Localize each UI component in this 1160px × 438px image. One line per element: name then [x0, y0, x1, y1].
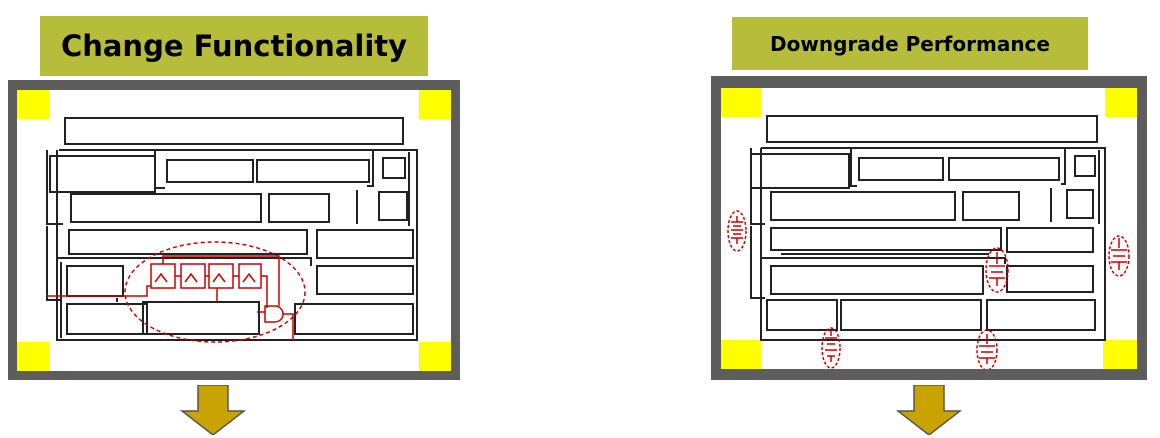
downgrade-performance-title: Downgrade Performance	[732, 17, 1088, 70]
corner-pad	[721, 340, 761, 369]
chip-layout-left	[17, 90, 451, 371]
down-arrow-icon	[896, 385, 962, 435]
chip-frame-left	[8, 80, 460, 380]
corner-pad	[1105, 88, 1137, 117]
corner-pad	[419, 342, 451, 371]
corner-pad	[17, 342, 49, 371]
circuit-layout-left	[46, 117, 418, 343]
chip-layout-right	[721, 88, 1137, 369]
chip-frame-right	[711, 76, 1147, 380]
corner-pad	[419, 90, 451, 119]
corner-pad	[721, 88, 761, 117]
change-functionality-title: Change Functionality	[40, 16, 428, 76]
circuit-layout-right	[727, 115, 1130, 369]
down-arrow-icon	[180, 385, 246, 435]
corner-pad	[17, 90, 49, 119]
corner-pad	[1103, 340, 1137, 369]
